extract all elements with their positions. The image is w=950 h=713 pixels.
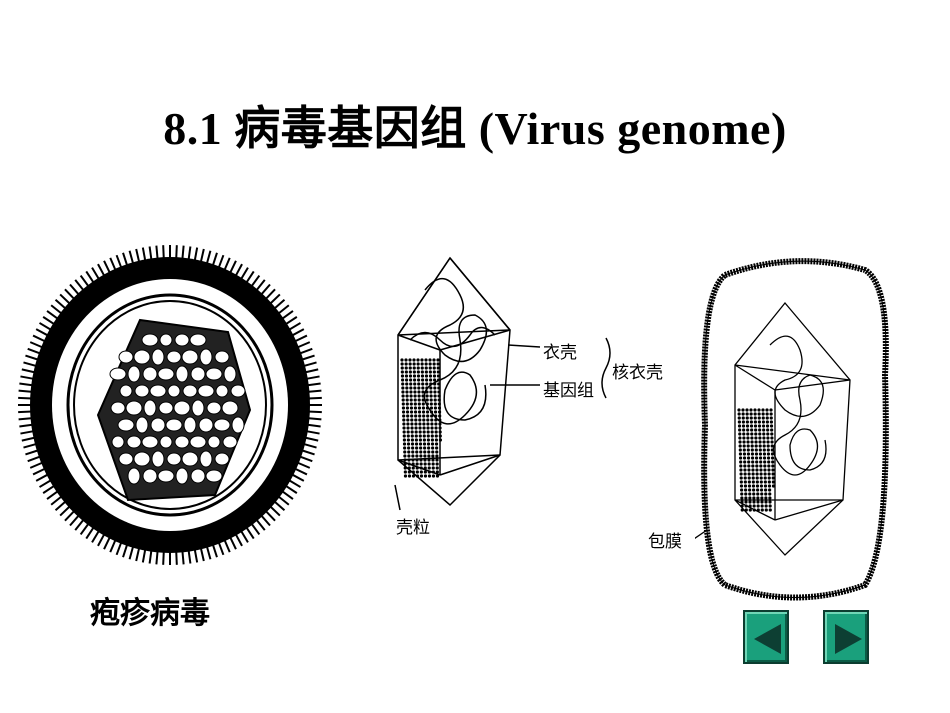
label-envelope: 包膜 [648,532,682,552]
enveloped-virus-diagram [695,258,889,601]
label-genome: 基因组 [543,381,594,401]
previous-slide-button[interactable] [743,610,789,664]
label-capsomere: 壳粒 [396,518,430,538]
label-capsid: 衣壳 [543,343,577,363]
nucleocapsid-diagram [394,256,611,511]
triangle-left-icon [754,624,781,654]
triangle-right-icon [835,624,862,654]
figure-caption-herpes: 疱疹病毒 [90,596,210,631]
label-nucleocapsid: 核衣壳 [612,363,663,383]
slide-title: 8.1 病毒基因组 (Virus genome) [163,103,787,154]
next-slide-button[interactable] [823,610,869,664]
herpes-virus-illustration [18,245,322,565]
